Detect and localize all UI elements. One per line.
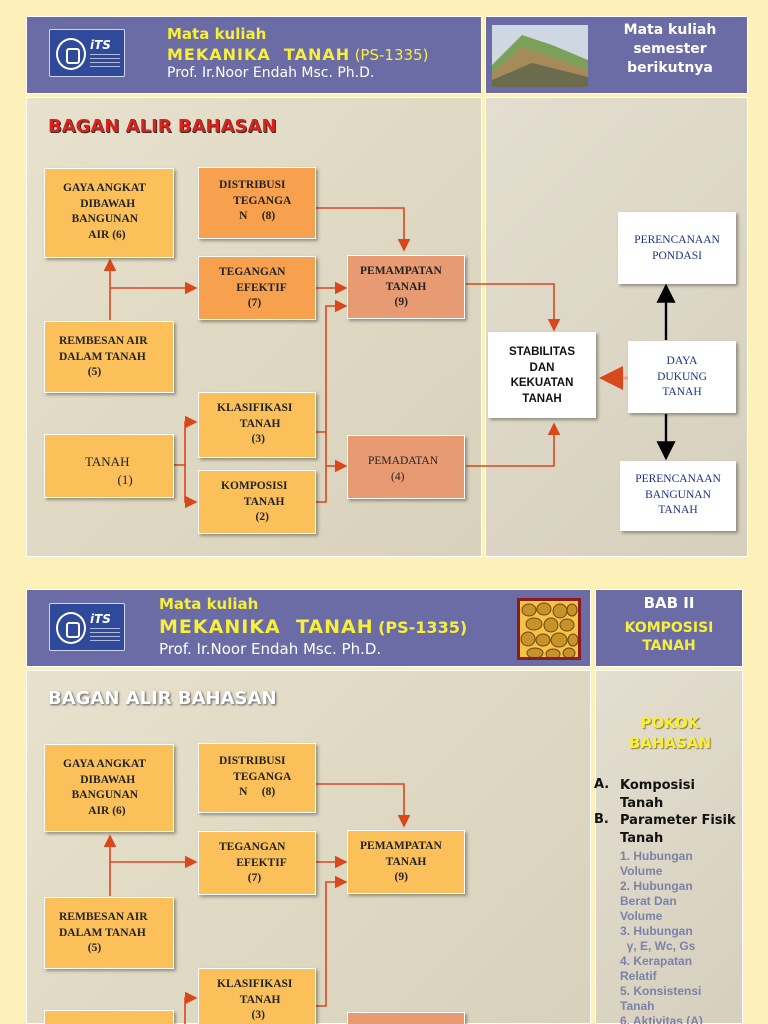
slide2-header: iTS Mata kuliah MEKANIKA TANAH (PS-1335)… (26, 589, 591, 667)
box-stabilitas: STABILITAS DAN KEKUATAN TANAH (488, 332, 596, 418)
box-distribusi-text-2: DISTRIBUSI TEGANGA N (8) (219, 755, 292, 799)
box-klasifikasi: KLASIFIKASI TANAH (3) (198, 392, 316, 458)
its-logo-text-2: iTS (90, 612, 111, 626)
course-code: (PS-1335) (354, 46, 429, 64)
box-rembesan-text: REMBESAN AIR DALAM TANAH (5) (59, 335, 148, 379)
chapter-title: BAB II (643, 594, 695, 612)
box-tanah-2-partial (44, 1010, 174, 1024)
slide2-side-header: BAB II KOMPOSISI TANAH (595, 589, 743, 667)
box-gaya-angkat: GAYA ANGKAT DIBAWAH BANGUNAN AIR (6) (44, 168, 174, 258)
topic-item-a: A. Komposisi Tanah (594, 777, 744, 812)
box-distribusi-2: DISTRIBUSI TEGANGA N (8) (198, 743, 316, 813)
course-code-2: (PS-1335) (378, 618, 468, 637)
course-name: MEKANIKA TANAH (167, 45, 351, 64)
its-logo: iTS (49, 29, 125, 77)
chapter-subtitle: KOMPOSISI TANAH (624, 620, 714, 654)
box-pemampatan-text-2: PEMAMPATAN TANAH (9) (360, 840, 442, 884)
box-pondasi-text: PERENCANAAN PONDASI (634, 234, 720, 262)
sub-topic-item: 1. Hubungan Volume (620, 849, 693, 879)
box-pemadatan-2-partial (347, 1012, 465, 1024)
box-komposisi: KOMPOSISI TANAH (2) (198, 470, 316, 534)
soil-texture-thumbnail (517, 598, 581, 660)
box-distribusi-text: DISTRIBUSI TEGANGA N (8) (219, 179, 292, 223)
box-tanah-text: TANAH (1) (85, 454, 133, 487)
box-klasifikasi-text-2: KLASIFIKASI TANAH (3) (217, 978, 293, 1022)
box-bangunan: PERENCANAAN BANGUNAN TANAH (620, 461, 736, 531)
box-pemadatan-text: PEMADATAN (4) (368, 455, 438, 483)
topic-b-text: Parameter Fisik Tanah (620, 813, 736, 846)
professor-name-2: Prof. Ir.Noor Endah Msc. Ph.D. (159, 640, 382, 658)
slide1-side-header: Mata kuliah semester berikutnya (485, 16, 748, 94)
sub-topic-item: 2. Hubungan Berat Dan Volume (620, 879, 693, 924)
box-pemampatan-2: PEMAMPATAN TANAH (9) (347, 830, 465, 894)
box-pondasi: PERENCANAAN PONDASI (618, 212, 736, 284)
box-gaya-angkat-2: GAYA ANGKAT DIBAWAH BANGUNAN AIR (6) (44, 744, 174, 832)
box-pemampatan: PEMAMPATAN TANAH (9) (347, 255, 465, 319)
box-rembesan: REMBESAN AIR DALAM TANAH (5) (44, 321, 174, 393)
box-stabilitas-text: STABILITAS DAN KEKUATAN TANAH (508, 346, 575, 405)
sub-topic-list: 1. Hubungan Volume 2. Hubungan Berat Dan… (620, 849, 744, 1024)
box-tegangan-2: TEGANGAN EFEKTIF (7) (198, 831, 316, 895)
slide1-section-title: BAGAN ALIR BAHASAN (48, 116, 277, 137)
its-seal-icon-2 (56, 612, 86, 644)
topic-list: A. Komposisi Tanah B. Parameter Fisik Ta… (594, 777, 744, 1024)
box-bangunan-text: PERENCANAAN BANGUNAN TANAH (635, 473, 721, 517)
topic-a-letter: A. (594, 777, 610, 792)
box-daya-dukung-text: DAYA DUKUNG TANAH (657, 355, 707, 399)
sub-topic-item: 5. Konsistensi Tanah (620, 984, 702, 1014)
landscape-thumbnail (492, 25, 588, 87)
box-klasifikasi-text: KLASIFIKASI TANAH (3) (217, 402, 293, 446)
slide1-header: iTS Mata kuliah MEKANIKA TANAH (PS-1335)… (26, 16, 482, 94)
professor-name: Prof. Ir.Noor Endah Msc. Ph.D. (167, 65, 375, 81)
box-rembesan-2: REMBESAN AIR DALAM TANAH (5) (44, 897, 174, 969)
box-gaya-angkat-text: GAYA ANGKAT DIBAWAH BANGUNAN AIR (6) (63, 182, 146, 241)
box-tegangan-text-2: TEGANGAN EFEKTIF (7) (219, 841, 287, 885)
box-gaya-angkat-text-2: GAYA ANGKAT DIBAWAH BANGUNAN AIR (6) (63, 758, 146, 817)
its-logo-2: iTS (49, 603, 125, 651)
box-distribusi: DISTRIBUSI TEGANGA N (8) (198, 167, 316, 239)
terrain-icon (492, 35, 588, 87)
its-seal-icon (56, 38, 86, 70)
sub-topic-item: 6. Aktivitas (A) (620, 1014, 703, 1024)
sub-topic-item: 4. Kerapatan Relatif (620, 954, 693, 984)
topic-b-letter: B. (594, 812, 609, 828)
box-daya-dukung: DAYA DUKUNG TANAH (628, 341, 736, 413)
box-pemampatan-text: PEMAMPATAN TANAH (9) (360, 265, 442, 309)
next-semester-text: Mata kuliah semester berikutnya (623, 22, 717, 76)
course-title-line: MEKANIKA TANAH (PS-1335) (167, 45, 428, 65)
pokok-bahasan-title: POKOK BAHASAN (628, 714, 712, 752)
slide2-right-panel (595, 670, 743, 1024)
topic-a-text: Komposisi Tanah (620, 778, 695, 811)
logo-lines-icon (90, 54, 120, 68)
box-komposisi-text: KOMPOSISI TANAH (2) (221, 480, 288, 524)
sub-topic-item: 3. Hubungan γ, E, Wc, Gs (620, 924, 696, 954)
course-name-2: MEKANIKA TANAH (159, 616, 374, 638)
gravel-icon (520, 602, 578, 657)
course-label-2: Mata kuliah (159, 595, 259, 613)
box-tegangan: TEGANGAN EFEKTIF (7) (198, 256, 316, 320)
course-title-line-2: MEKANIKA TANAH (PS-1335) (159, 616, 467, 638)
logo-lines-icon-2 (90, 628, 120, 642)
slide2-section-title: BAGAN ALIR BAHASAN (48, 688, 277, 709)
box-klasifikasi-2: KLASIFIKASI TANAH (3) (198, 968, 316, 1024)
box-tegangan-text: TEGANGAN EFEKTIF (7) (219, 266, 287, 310)
course-label: Mata kuliah (167, 25, 267, 43)
box-rembesan-text-2: REMBESAN AIR DALAM TANAH (5) (59, 911, 148, 955)
topic-item-b: B. Parameter Fisik Tanah (594, 812, 744, 847)
box-tanah: TANAH (1) (44, 434, 174, 498)
box-pemadatan: PEMADATAN (4) (347, 435, 465, 499)
its-logo-text: iTS (90, 38, 111, 52)
